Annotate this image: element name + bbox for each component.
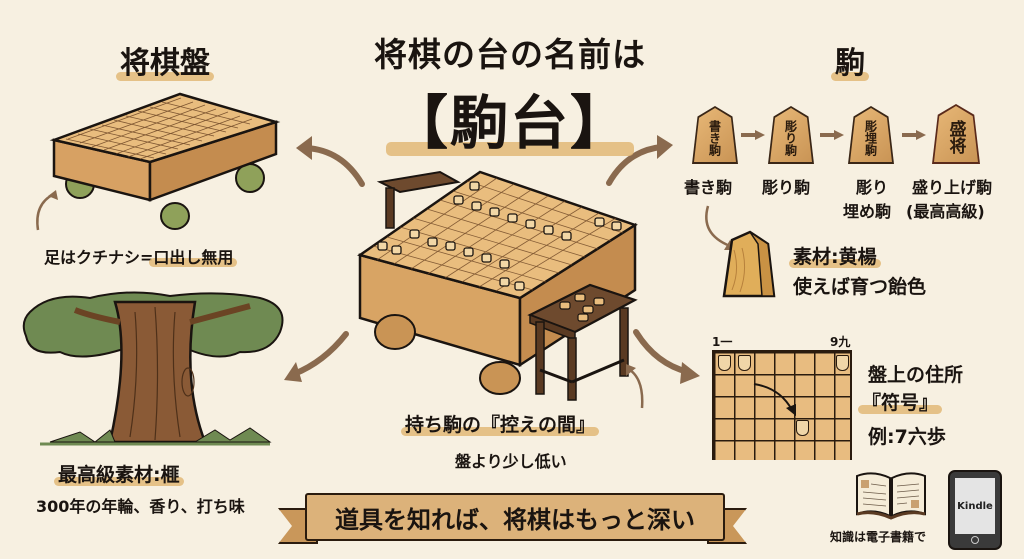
title-subtitle: 将棋の台の名前は — [374, 35, 646, 74]
koma-label-horiume-1: 彫り — [856, 178, 889, 197]
komadai-illustration — [357, 170, 638, 401]
tree-title: 最高級素材:榧 — [54, 460, 184, 487]
koma-material-title-text: 素材:黄楊 — [789, 242, 881, 269]
shogiban-heading-text: 将棋盤 — [116, 38, 214, 82]
notation-example: 例:7六歩 — [868, 426, 946, 448]
komadai-title: 持ち駒の『控えの間』 — [400, 410, 600, 437]
flow-arrow-icon — [741, 130, 765, 140]
kindle-device-icon[interactable]: Kindle — [948, 470, 1002, 550]
koma-heading: 駒 — [800, 38, 900, 82]
shogi-piece-icon — [718, 355, 731, 371]
kindle-screen-label: Kindle — [955, 478, 995, 534]
shogiban-heading: 将棋盤 — [90, 38, 240, 82]
arrow-to-shogiban-icon — [296, 136, 365, 187]
shogiban-board-illustration — [49, 92, 281, 230]
koma-material-title: 素材:黄楊 — [789, 242, 881, 269]
arrow-to-koma-icon — [606, 135, 673, 186]
shogiban-caption-highlight: 口出し無用 — [149, 244, 238, 268]
shogi-piece-icon — [738, 355, 751, 371]
notation-board-diagram — [712, 350, 852, 460]
komadai-title-text: 持ち駒の『控えの間』 — [400, 410, 600, 437]
kaya-tree-illustration — [22, 291, 284, 446]
title-main-text: 【駒台】 — [385, 76, 635, 160]
open-book-icon — [856, 472, 926, 520]
notation-corner-right: 9九 — [830, 335, 851, 349]
arrow-to-stool-icon — [626, 364, 644, 409]
tsuge-wood-piece-illustration — [722, 230, 776, 298]
home-button-icon — [971, 536, 979, 544]
shogiban-caption-text: 足はクチナシ= — [44, 248, 154, 267]
koma-heading-text: 駒 — [831, 38, 869, 82]
moriage-koma-piece: 盛将 — [934, 106, 978, 162]
notation-corner-left: 1一 — [712, 335, 733, 349]
koma-label-horiume-2: 埋め駒 — [843, 202, 892, 221]
hori-koma-piece: 彫り駒 — [770, 108, 812, 162]
koma-material-desc: 使えば育つ飴色 — [793, 276, 927, 298]
kaki-koma-piece: 書き駒 — [694, 108, 736, 162]
koma-label-moriage-2: (最高高級) — [906, 202, 985, 221]
tree-desc: 300年の年輪、香り、打ち味 — [36, 497, 245, 516]
komadai-desc: 盤より少し低い — [455, 452, 567, 471]
notation-term: 『符号』 — [857, 388, 943, 415]
footer-banner: 道具を知れば、将棋はもっと深い — [305, 493, 725, 541]
arrow-to-tree-icon — [284, 331, 349, 382]
shogiban-caption: 足はクチナシ=口出し無用 — [44, 244, 238, 268]
ebook-caption: 知識は電子書籍で — [830, 530, 927, 544]
move-arrow-icon — [753, 383, 796, 416]
koma-label-moriage-1: 盛り上げ駒 — [912, 178, 993, 197]
title-main: 【駒台】 — [340, 76, 680, 160]
flow-arrow-icon — [902, 130, 926, 140]
curved-arrow-icon — [36, 190, 58, 231]
arrow-to-notation-icon — [633, 329, 700, 384]
flow-arrow-icon — [820, 130, 844, 140]
notation-title: 盤上の住所 — [868, 364, 964, 386]
shogi-piece-icon — [796, 420, 809, 436]
tree-title-text: 最高級素材:榧 — [54, 460, 184, 487]
koma-label-hori: 彫り駒 — [762, 178, 811, 197]
shogi-piece-icon — [836, 355, 849, 371]
notation-term-text: 『符号』 — [857, 388, 943, 415]
horiume-koma-piece: 彫埋駒 — [850, 108, 892, 162]
koma-label-kaki: 書き駒 — [684, 178, 733, 197]
